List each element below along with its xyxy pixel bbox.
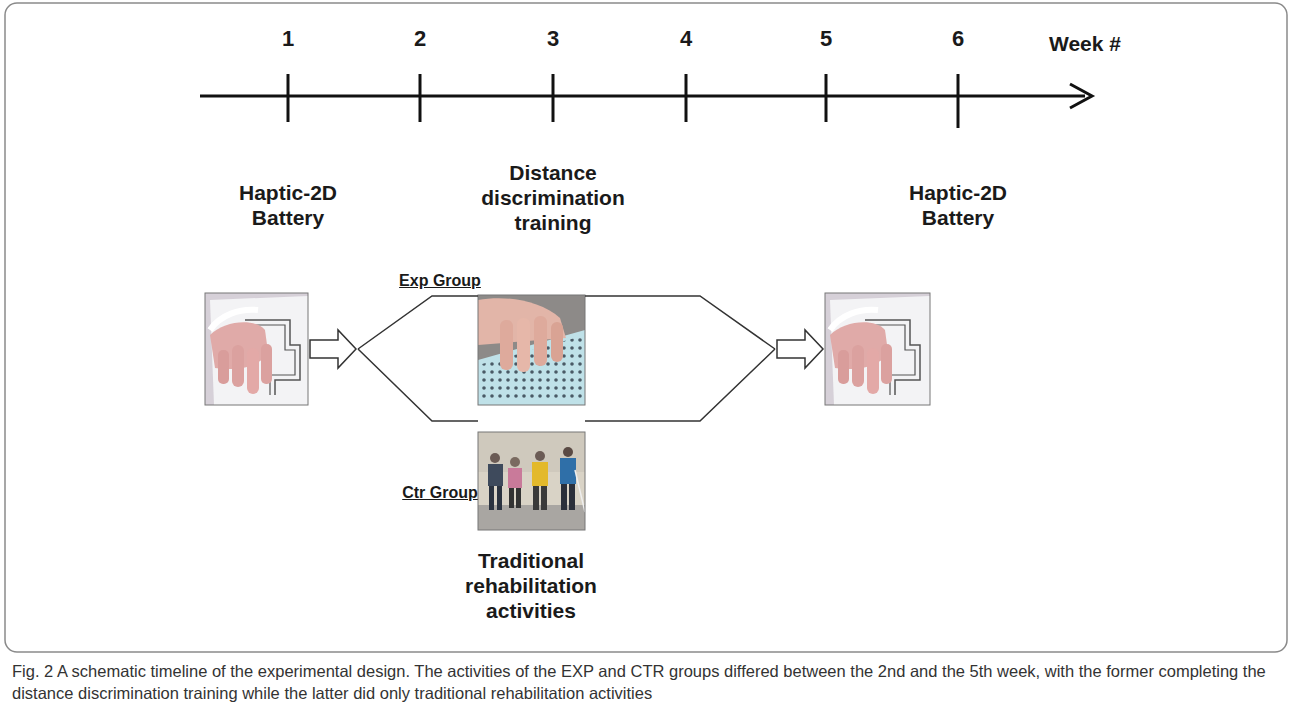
phase-label: Haptic-2D Battery (896, 180, 1021, 230)
axis-label: Week # (1030, 31, 1140, 56)
group-label: Exp Group (395, 271, 485, 290)
week-number: 1 (268, 26, 308, 52)
week-number: 5 (806, 26, 846, 52)
hollow-arrow (777, 330, 823, 368)
timeline (200, 74, 1092, 128)
training-photo (478, 295, 585, 405)
hollow-arrow (310, 330, 356, 368)
phase-label: Traditional rehabilitation activities (441, 548, 621, 624)
haptic-photo (825, 293, 930, 405)
week-number: 2 (400, 26, 440, 52)
group-label: Ctr Group (395, 483, 485, 502)
phase-label: Haptic-2D Battery (226, 180, 351, 230)
figure-frame (5, 3, 1287, 652)
rehabilitation-photo (478, 432, 585, 530)
week-number: 6 (938, 26, 978, 52)
week-number: 4 (666, 26, 706, 52)
week-number: 3 (533, 26, 573, 52)
figure-caption: Fig. 2 A schematic timeline of the exper… (12, 660, 1280, 704)
phase-label: Distance discrimination training (463, 160, 643, 236)
branch-lines (358, 296, 775, 421)
haptic-photo (205, 293, 308, 405)
